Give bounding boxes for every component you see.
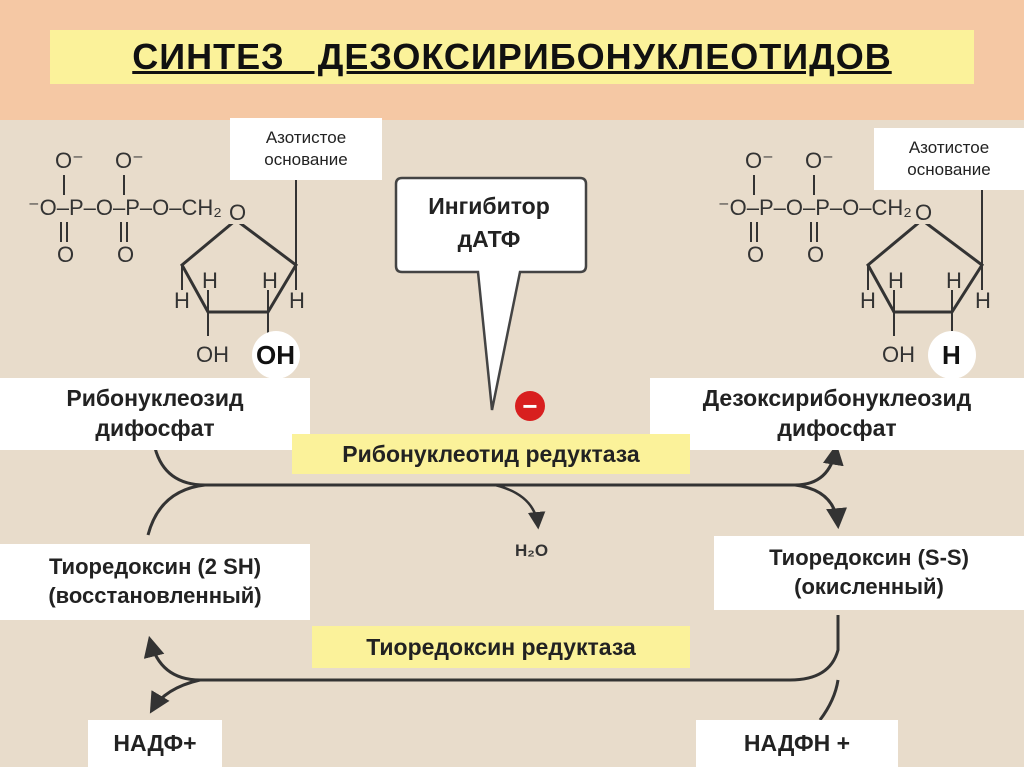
phosphate-1-o: O	[57, 242, 74, 267]
substrate-label: Рибонуклеозид дифосфат	[0, 378, 310, 450]
ring-oxygen: O	[229, 200, 246, 225]
product-label: Дезоксирибонуклеозид дифосфат	[650, 378, 1024, 450]
reaction-arrow-curve-left	[146, 483, 206, 536]
left-nitrogenous-base-label: Азотистое основание	[230, 118, 382, 180]
ribonucleotide-reductase-label: Рибонуклеотид редуктаза	[292, 434, 690, 474]
h-1: H	[860, 288, 876, 313]
h-4: H	[975, 288, 991, 313]
inhibitor-callout	[394, 176, 588, 411]
regeneration-arrow-left-curve	[149, 678, 201, 714]
h-2: H	[888, 268, 904, 293]
water-release-arrow	[494, 483, 546, 530]
thioredoxin-reduced-label: Тиоредоксин (2 SH) (восстановленный)	[0, 544, 310, 620]
water-label: H₂O	[515, 541, 548, 560]
hydroxyl-3: OH	[882, 342, 915, 367]
regeneration-arrow-right-curve	[818, 679, 840, 721]
nadph-label: НАДФН +	[696, 720, 898, 767]
thioredoxin-reductase-label: Тиоредоксин редуктаза	[312, 626, 690, 668]
hydrogen-2-highlight: H	[942, 340, 961, 370]
phosphate-1-o-minus: O⁻	[745, 148, 774, 173]
h-3: H	[262, 268, 278, 293]
phosphate-chain: ⁻O–P–O–P–O–CH₂	[718, 195, 912, 220]
reaction-arrow-top	[153, 443, 844, 487]
ring-oxygen: O	[915, 200, 932, 225]
reaction-arrow-curve-right	[794, 483, 848, 530]
phosphate-2-o: O	[807, 242, 824, 267]
regeneration-arrow-top	[143, 615, 840, 682]
thioredoxin-oxidized-label: Тиоредоксин (S-S) (окисленный)	[714, 536, 1024, 610]
h-2: H	[202, 268, 218, 293]
inhibition-sign-text: −	[522, 391, 537, 421]
phosphate-1-o: O	[747, 242, 764, 267]
phosphate-2-o-minus: O⁻	[115, 148, 144, 173]
title-box: СИНТЕЗ ДЕЗОКСИРИБОНУКЛЕОТИДОВ	[50, 30, 974, 84]
phosphate-2-o-minus: O⁻	[805, 148, 834, 173]
inhibitor-label: Ингибитор дАТФ	[428, 193, 550, 253]
phosphate-2-o: O	[117, 242, 134, 267]
phosphate-chain: ⁻O–P–O–P–O–CH₂	[28, 195, 222, 220]
h-4: H	[289, 288, 305, 313]
hydroxyl-3: OH	[196, 342, 229, 367]
inhibition-sign-icon	[515, 391, 545, 421]
ribonucleoside-diphosphate-structure: ⁻O–P–O–P–O–CH₂ O⁻ O⁻ O O O H H H H OH OH	[28, 148, 305, 379]
hydroxyl-2-highlight: OH	[256, 340, 295, 370]
deoxyribonucleoside-diphosphate-structure: ⁻O–P–O–P–O–CH₂ O⁻ O⁻ O O O H H H H OH H	[718, 148, 991, 379]
right-nitrogenous-base-label: Азотистое основание	[874, 128, 1024, 190]
h-1: H	[174, 288, 190, 313]
nadp-plus-label: НАДФ+	[88, 720, 222, 767]
h-3: H	[946, 268, 962, 293]
phosphate-1-o-minus: O⁻	[55, 148, 84, 173]
page-title: СИНТЕЗ ДЕЗОКСИРИБОНУКЛЕОТИДОВ	[132, 36, 892, 77]
